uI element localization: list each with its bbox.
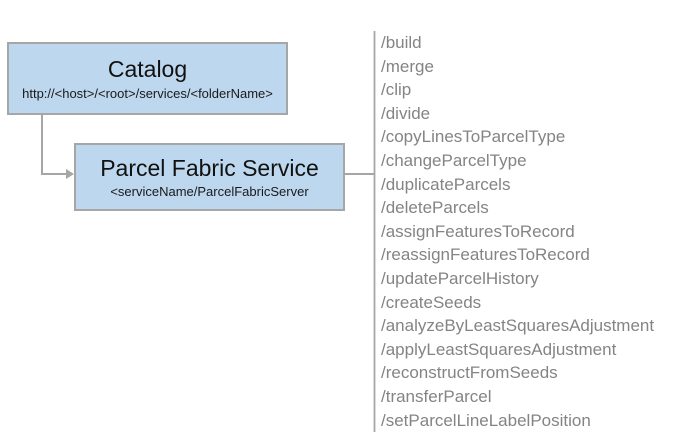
service-path: <serviceName/ParcelFabricServer bbox=[110, 184, 309, 200]
endpoint-item: /assignFeaturesToRecord bbox=[381, 221, 575, 241]
endpoint-item: /copyLinesToParcelType bbox=[381, 127, 566, 147]
catalog-to-service-connector bbox=[41, 114, 74, 179]
endpoint-item: /setParcelLineLabelPosition bbox=[381, 410, 591, 430]
endpoint-item: /reconstructFromSeeds bbox=[381, 363, 558, 383]
catalog-title: Catalog bbox=[107, 56, 188, 83]
endpoint-item: /analyzeByLeastSquaresAdjustment bbox=[381, 316, 655, 336]
endpoint-item: /divide bbox=[381, 103, 431, 123]
catalog-node: Catalog http://<host>/<root>/services/<f… bbox=[7, 42, 288, 115]
endpoint-item: /reassignFeaturesToRecord bbox=[381, 245, 590, 265]
endpoint-list: /build/merge/clip/divide/copyLinesToParc… bbox=[381, 31, 654, 432]
endpoint-item: /changeParcelType bbox=[381, 150, 527, 170]
arrowhead-icon bbox=[66, 169, 74, 179]
endpoint-item: /createSeeds bbox=[381, 292, 482, 312]
endpoint-item: /clip bbox=[381, 80, 412, 100]
endpoint-item: /transferParcel bbox=[381, 386, 492, 406]
service-title: Parcel Fabric Service bbox=[100, 154, 319, 181]
catalog-url: http://<host>/<root>/services/<folderNam… bbox=[22, 85, 273, 101]
endpoint-item: /merge bbox=[381, 56, 434, 76]
endpoint-item: /duplicateParcels bbox=[381, 174, 511, 194]
endpoint-item: /build bbox=[381, 33, 422, 52]
endpoint-item: /deleteParcels bbox=[381, 198, 489, 218]
parcel-fabric-service-node: Parcel Fabric Service <serviceName/Parce… bbox=[74, 143, 345, 211]
endpoint-item: /applyLeastSquaresAdjustment bbox=[381, 339, 617, 359]
endpoint-item: /updateParcelHistory bbox=[381, 268, 539, 288]
